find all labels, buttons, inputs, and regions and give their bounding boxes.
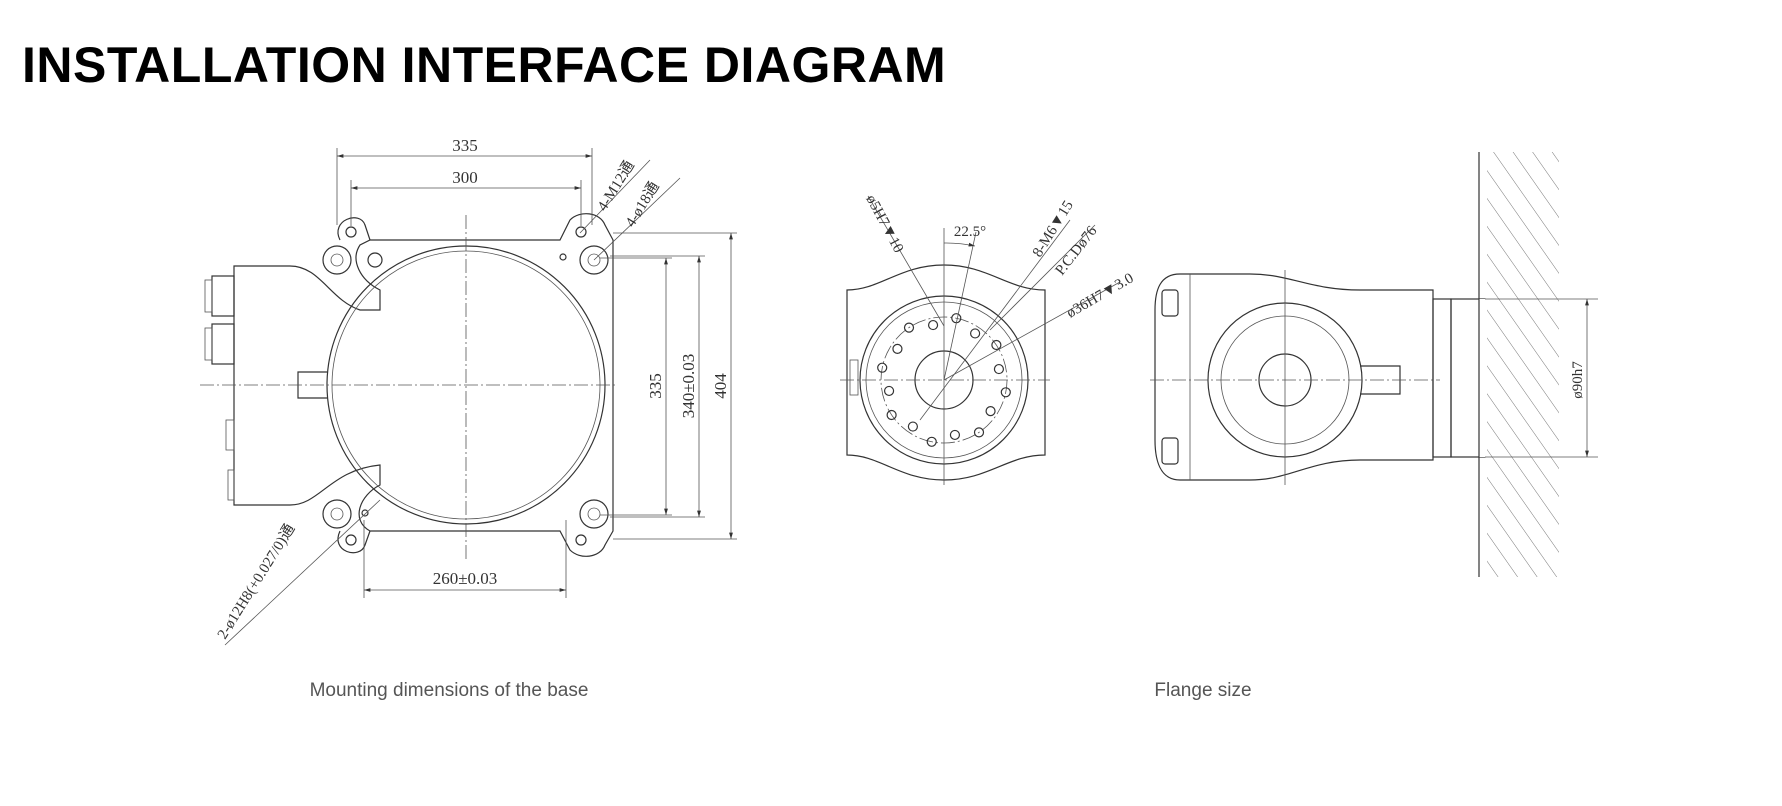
bolt-hole [907,421,918,432]
bolt-hole [1000,387,1011,398]
bolt-hole [877,362,888,373]
flange-side-key [849,359,859,396]
base-mounting-view: 335 300 335 340±0.03 404 260±0.03 [200,136,737,646]
bolt-hole [886,409,897,421]
dim-height-335: 335 [600,257,672,516]
angle-ref-line [943,231,977,381]
wall-hatch-middle [1487,299,1559,457]
bolt-hole [970,328,981,339]
bolt-hole [991,339,1002,351]
dim-height-404: 404 [613,232,737,540]
dim-label: 404 [711,373,730,399]
base-plate-outline [233,213,614,557]
base-ear-left-bottom [337,530,371,554]
base-through-holes [322,245,609,529]
dim-height-340: 340±0.03 [610,255,705,518]
callout-tapped-holes: 8-M6▼15 [919,198,1077,421]
side-body-outline [1154,273,1434,481]
dim-label: 335 [452,136,478,155]
angle-label: 22.5° [954,224,986,240]
callout-label: ø36H7▼3.0 [1064,270,1136,321]
bolt-hole [883,385,895,397]
dim-pin-spacing: 260±0.03 [363,520,567,598]
callout-label: 2-ø12H8(+0.027/0)通 [214,521,298,642]
dim-shaft-diameter: ø90h7 [1485,298,1598,458]
dim-label: 300 [452,168,478,187]
flange-plate [1432,298,1452,458]
bolt-hole [926,436,937,447]
angle-arc [943,242,976,247]
bolt-hole [949,429,961,441]
page-title: INSTALLATION INTERFACE DIAGRAM [22,37,947,93]
base-ear-left-top [337,217,371,241]
callout-label: 4-ø18通 [622,179,663,230]
dim-label: 335 [646,373,665,399]
base-tapped-holes [345,226,587,546]
bolt-hole [927,319,939,331]
side-handle-top [1161,289,1179,317]
callout-spigot: ø36H7▼3.0 [943,270,1136,381]
callout-label: 4-M12通 [594,158,638,214]
bolt-hole [993,363,1005,375]
dim-width-335: 335 [336,136,593,225]
dim-label: 260±0.03 [433,569,498,588]
base-view-caption: Mounting dimensions of the base [309,680,589,701]
dim-label: ø90h7 [1570,361,1586,399]
flange-view-caption: Flange size [1154,680,1252,701]
flange-front-view: 22.5° ø5H7▼10 8-M6▼15 P.C.Dø76 ø36H7▼3.0 [840,192,1136,485]
flange-body-outline [846,264,1046,481]
flange-side-view: ø90h7 [1150,152,1598,577]
bolt-hole [985,406,996,417]
callout-pin-holes: 2-ø12H8(+0.027/0)通 [214,499,381,646]
dim-width-300: 300 [350,168,582,226]
callout-label: ø5H7▼10 [862,192,906,255]
dim-label: 340±0.03 [679,354,698,419]
flange-bolt-holes [877,313,1011,447]
bolt-hole [903,322,915,333]
side-handle-bottom [1161,437,1179,465]
bolt-hole [892,343,903,354]
bolt-hole [973,427,985,438]
base-connectors [204,275,235,501]
